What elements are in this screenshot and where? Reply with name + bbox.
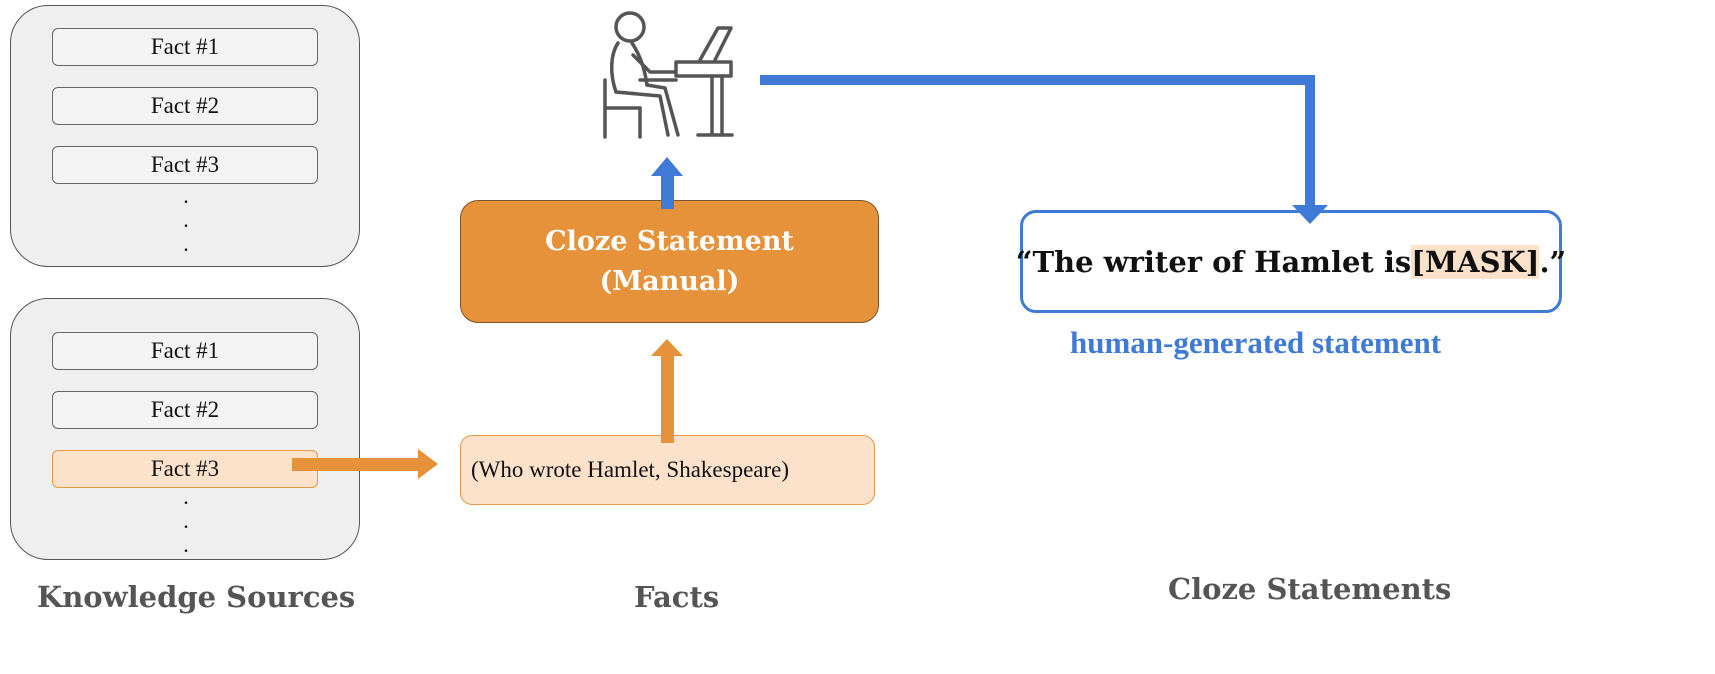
caption-facts: Facts	[634, 580, 720, 614]
cloze-statement-manual-box: Cloze Statement (Manual)	[460, 200, 879, 323]
mask-token: [MASK]	[1411, 244, 1540, 279]
arrow-tuple-to-cloze	[651, 339, 683, 443]
arrow-fact-to-tuple	[292, 449, 438, 479]
statement-prefix: “The writer of Hamlet is	[1015, 244, 1412, 279]
cloze-box-line2: (Manual)	[599, 265, 740, 297]
knowledge-source-2: Fact #1 Fact #2 Fact #3 . . .	[10, 298, 360, 560]
fact-tuple-text: (Who wrote Hamlet, Shakespeare)	[471, 457, 790, 482]
ellipsis-dots: . . .	[183, 183, 189, 256]
caption-cloze-statements: Cloze Statements	[1168, 572, 1452, 606]
statement-suffix: .”	[1539, 244, 1567, 279]
arrow-person-to-statement	[760, 75, 1328, 224]
fact-item: Fact #2	[52, 391, 318, 429]
person-at-desk-icon	[603, 11, 734, 139]
cloze-box-line1: Cloze Statement	[545, 225, 794, 257]
fact-item: Fact #1	[52, 28, 318, 66]
cloze-statement-box: “The writer of Hamlet is [MASK].”	[1016, 210, 1566, 313]
human-generated-label: human-generated statement	[1070, 325, 1442, 360]
fact-item-highlighted: Fact #3	[52, 450, 318, 488]
ellipsis-dots: . . .	[183, 484, 189, 557]
fact-item: Fact #3	[52, 146, 318, 184]
knowledge-source-1: Fact #1 Fact #2 Fact #3 . . .	[10, 5, 360, 267]
fact-tuple-box: (Who wrote Hamlet, Shakespeare)	[460, 435, 875, 505]
fact-item: Fact #2	[52, 87, 318, 125]
arrow-cloze-to-person	[651, 157, 683, 209]
caption-knowledge-sources: Knowledge Sources	[37, 580, 356, 614]
fact-item: Fact #1	[52, 332, 318, 370]
